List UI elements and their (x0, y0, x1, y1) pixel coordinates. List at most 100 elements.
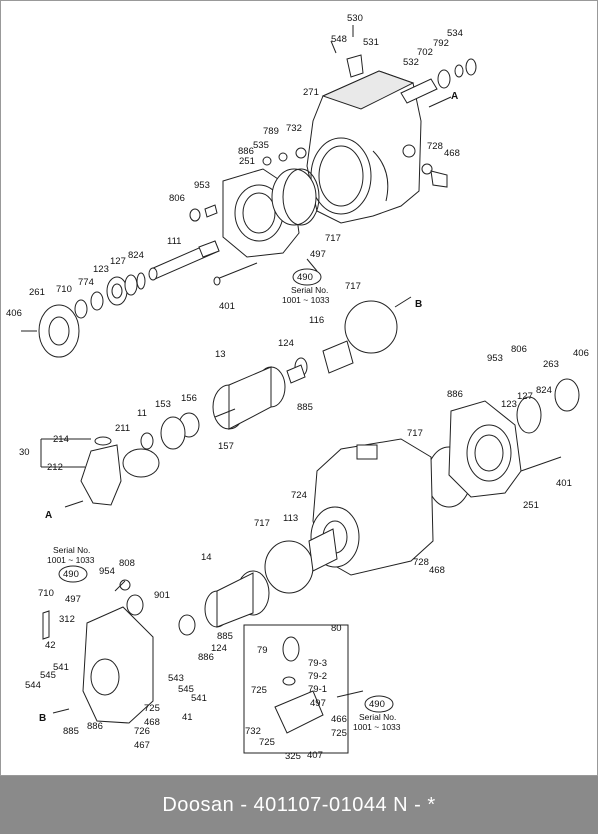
label-725-b: 725 (251, 685, 267, 696)
label-792: 792 (433, 38, 449, 49)
label-468-c: 468 (144, 717, 160, 728)
oring-717-lower2 (264, 540, 314, 594)
label-541-b: 541 (191, 693, 207, 704)
exploded-parts-diagram: 530 548 531 534 702 792 532 271 A 789 73… (0, 0, 598, 776)
label-789: 789 (263, 126, 279, 137)
footer-bar: Doosan - 401107-01044 N - * (0, 776, 598, 834)
label-30: 30 (19, 447, 30, 458)
label-406-a: 406 (6, 308, 22, 319)
label-725-c: 725 (331, 728, 347, 739)
label-702: 702 (417, 47, 433, 58)
label-41: 41 (182, 712, 193, 723)
label-B-upper: B (415, 299, 422, 310)
housing-271 (306, 54, 422, 224)
label-885-a: 885 (297, 402, 313, 413)
housing-lower (308, 438, 434, 576)
label-263: 263 (543, 359, 559, 370)
label-79-1: 79-1 (308, 684, 327, 695)
screw-953-806-upper (189, 204, 258, 286)
label-806-b: 806 (511, 344, 527, 355)
label-79: 79 (257, 645, 268, 656)
label-728-b: 728 (413, 557, 429, 568)
spline-116-124 (286, 340, 354, 384)
label-886: 886 (238, 146, 254, 157)
plug-728-upper (421, 163, 448, 188)
label-717-a: 717 (325, 233, 341, 244)
label-717-c: 717 (407, 428, 423, 439)
label-123-a: 123 (93, 264, 109, 275)
label-325: 325 (285, 751, 301, 762)
label-886-b: 886 (447, 389, 463, 400)
oring-717-mid (344, 300, 398, 354)
label-80: 80 (331, 623, 342, 634)
label-42: 42 (45, 640, 56, 651)
label-901: 901 (154, 590, 170, 601)
label-806: 806 (169, 193, 185, 204)
fitting-532 (330, 40, 477, 104)
label-406-b: 406 (573, 348, 589, 359)
bearing-upper (74, 272, 146, 319)
label-214: 214 (53, 434, 69, 445)
label-497-c: 497 (310, 698, 326, 709)
label-497-b: 497 (65, 594, 81, 605)
label-14: 14 (201, 552, 212, 563)
label-725-a: 725 (144, 703, 160, 714)
label-A-lower: A (45, 510, 52, 521)
label-710-a: 710 (56, 284, 72, 295)
diagram-svg: 530 548 531 534 702 792 532 271 A 789 73… (6, 13, 589, 762)
label-261: 261 (29, 287, 45, 298)
label-548: 548 (331, 34, 347, 45)
label-953-b: 953 (487, 353, 503, 364)
label-serial-range-c: 1001 ~ 1033 (353, 722, 401, 732)
label-467: 467 (134, 740, 150, 751)
label-serial-range-b: 1001 ~ 1033 (47, 555, 95, 565)
label-545-a: 545 (40, 670, 56, 681)
cylinder-block-13 (122, 366, 286, 478)
label-953: 953 (194, 180, 210, 191)
label-127-b: 127 (517, 391, 533, 402)
label-490-c: 490 (369, 699, 385, 710)
label-B-lower: B (39, 713, 46, 724)
swash-30 (40, 436, 122, 506)
valve-block-312 (42, 579, 154, 724)
label-11: 11 (137, 408, 147, 419)
label-530: 530 (347, 13, 363, 24)
label-124-a: 124 (278, 338, 294, 349)
oring-717-upper (282, 168, 320, 226)
label-885-b: 885 (217, 631, 233, 642)
label-824-b: 824 (536, 385, 552, 396)
label-497: 497 (310, 249, 326, 260)
footer-part-number: Doosan - 401107-01044 N - * (162, 794, 436, 816)
solenoid-80-box (243, 624, 349, 754)
label-312: 312 (59, 614, 75, 625)
label-13: 13 (215, 349, 226, 360)
label-541-a: 541 (53, 662, 69, 673)
label-531: 531 (363, 37, 379, 48)
leader-lines (52, 25, 452, 714)
label-535: 535 (253, 140, 269, 151)
label-544: 544 (25, 680, 41, 691)
label-113: 113 (283, 513, 298, 524)
label-123-b: 123 (501, 399, 517, 410)
label-724: 724 (291, 490, 307, 501)
label-532: 532 (403, 57, 419, 68)
label-401-a: 401 (219, 301, 235, 312)
label-79-2: 79-2 (308, 671, 327, 682)
label-153: 153 (155, 399, 171, 410)
label-885-c: 885 (63, 726, 79, 737)
label-A-upper: A (451, 91, 458, 102)
label-401-b: 401 (556, 478, 572, 489)
label-824-a: 824 (128, 250, 144, 261)
label-111: 111 (167, 236, 181, 247)
label-543: 543 (168, 673, 184, 684)
label-468-b: 468 (429, 565, 445, 576)
label-490-a: 490 (297, 272, 313, 283)
label-serial-b: Serial No. (53, 545, 90, 555)
label-717-d: 717 (254, 518, 270, 529)
label-serial-range-a: 1001 ~ 1033 (282, 295, 330, 305)
label-534: 534 (447, 28, 463, 39)
label-726: 726 (134, 726, 150, 737)
label-157: 157 (218, 441, 234, 452)
label-725-d: 725 (259, 737, 275, 748)
